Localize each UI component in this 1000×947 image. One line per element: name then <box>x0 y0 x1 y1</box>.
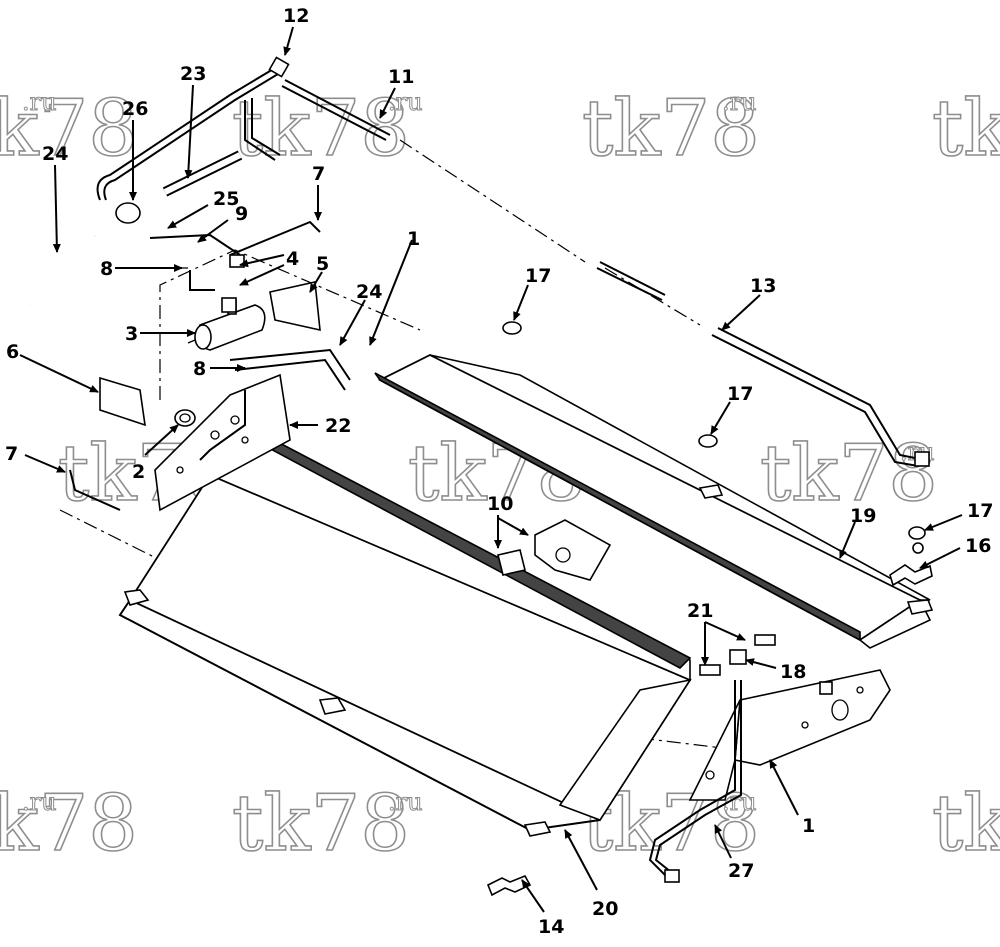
svg-text:tk78: tk78 <box>232 779 410 869</box>
callout-9: 9 <box>235 203 248 225</box>
clip-17 <box>502 321 522 335</box>
rear-condenser-coil <box>374 353 934 649</box>
callout-1: 1 <box>407 228 420 250</box>
svg-text:tk78: tk78 <box>0 84 138 174</box>
callout-17: 17 <box>525 265 551 287</box>
bracket-10 <box>497 519 612 581</box>
callout-7: 7 <box>312 163 325 185</box>
svg-text:.ru: .ru <box>722 88 757 116</box>
callout-17: 17 <box>967 500 993 522</box>
callout-20: 20 <box>592 898 618 920</box>
callout-24: 23 <box>180 63 206 85</box>
plate-5 <box>269 281 321 332</box>
front-condenser-coil <box>118 436 692 837</box>
right-frame-rail <box>688 669 891 801</box>
svg-text:tk78: tk78 <box>0 779 138 869</box>
left-mounting-bracket <box>154 373 291 512</box>
callout-5: 5 <box>316 253 329 275</box>
svg-text:.ru: .ru <box>388 788 423 816</box>
callout-8: 8 <box>100 258 113 280</box>
watermark: tk78.ru <box>0 778 139 870</box>
callout-11: 11 <box>388 66 414 88</box>
callout-12: 12 <box>283 5 309 27</box>
svg-text:tk78: tk78 <box>760 429 938 519</box>
hoses <box>25 56 930 467</box>
watermark: tk78.ru <box>231 83 423 175</box>
callout-7: 7 <box>5 443 18 465</box>
tube-27 <box>648 634 776 883</box>
watermark: tk78 <box>931 83 1000 175</box>
watermark: tk78 <box>931 778 1000 870</box>
callout-2: 2 <box>132 461 145 483</box>
leader-lines <box>19 26 963 913</box>
watermarks: tk78.ru tk78.ru tk78.ru tk78 tk78.ru tk7… <box>0 83 1000 870</box>
svg-text:.ru: .ru <box>22 88 57 116</box>
callout-1: 1 <box>802 815 815 837</box>
watermark: tk78.ru <box>759 428 938 520</box>
callout-4: 4 <box>286 248 299 270</box>
bracket-14 <box>486 874 532 897</box>
callout-8: 8 <box>193 358 206 380</box>
callout-16: 16 <box>965 535 991 557</box>
callout-26: 26 <box>122 98 148 120</box>
grommet <box>174 409 196 427</box>
callout-27: 27 <box>728 860 754 882</box>
callout-3: 3 <box>125 323 138 345</box>
callout-19: 19 <box>850 505 876 527</box>
svg-text:tk78: tk78 <box>932 779 1000 869</box>
svg-text:tk78: tk78 <box>232 84 410 174</box>
svg-text:tk78: tk78 <box>932 84 1000 174</box>
svg-text:tk78: tk78 <box>582 84 760 174</box>
callout-24: 24 <box>42 143 68 165</box>
watermark: tk78.ru <box>0 83 139 175</box>
callout-22: 22 <box>325 415 351 437</box>
callout-labels: 12 23 26 24 11 25 9 7 8 4 5 3 6 1 24 8 2… <box>5 5 993 938</box>
callout-14: 14 <box>538 916 564 938</box>
svg-text:.ru: .ru <box>22 788 57 816</box>
plate-6 <box>99 376 146 427</box>
callout-23: 24 <box>356 281 382 303</box>
callout-6: 6 <box>6 341 19 363</box>
callout-18: 18 <box>780 661 806 683</box>
callout-10: 10 <box>487 493 513 515</box>
callout-21: 21 <box>687 600 713 622</box>
callout-13: 13 <box>750 275 776 297</box>
bracket-16 <box>889 542 933 587</box>
watermark: tk78.ru <box>581 83 760 175</box>
clip-17 <box>698 434 718 448</box>
callout-17: 17 <box>727 383 753 405</box>
callout-25: 25 <box>213 188 239 210</box>
clip-17 <box>908 526 926 540</box>
watermark: tk78.ru <box>231 778 423 870</box>
